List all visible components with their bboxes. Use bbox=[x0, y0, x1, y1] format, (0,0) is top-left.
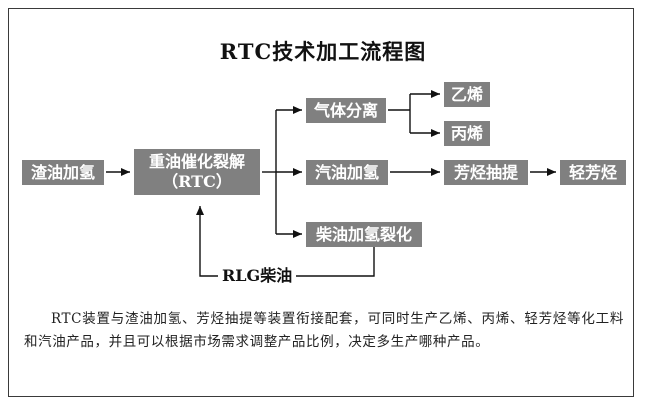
node-diesel-hydrocracking: 柴油加氢裂化 bbox=[306, 222, 422, 247]
node-aromatics-extraction: 芳烃抽提 bbox=[444, 160, 528, 185]
node-propylene: 丙烯 bbox=[444, 121, 490, 146]
node-residue-hydro: 渣油加氢 bbox=[22, 160, 104, 185]
node-light-aromatics: 轻芳烃 bbox=[560, 160, 626, 185]
node-gas-separation: 气体分离 bbox=[306, 98, 386, 123]
node-ethylene: 乙烯 bbox=[444, 82, 490, 107]
node-rtc-line2: （RTC） bbox=[162, 172, 232, 191]
figure-frame bbox=[8, 8, 634, 397]
node-rtc-line1: 重油催化裂解 bbox=[148, 152, 245, 171]
figure-caption: RTC装置与渣油加氢、芳烃抽提等装置衔接配套，可同时生产乙烯、丙烯、轻芳烃等化工… bbox=[24, 311, 624, 350]
label-rlg-diesel: RLG柴油 bbox=[218, 264, 297, 288]
diagram-title: RTC技术加工流程图 bbox=[219, 39, 427, 64]
node-rtc: 重油催化裂解 （RTC） bbox=[134, 149, 260, 195]
node-gasoline-hydro: 汽油加氢 bbox=[306, 160, 388, 185]
